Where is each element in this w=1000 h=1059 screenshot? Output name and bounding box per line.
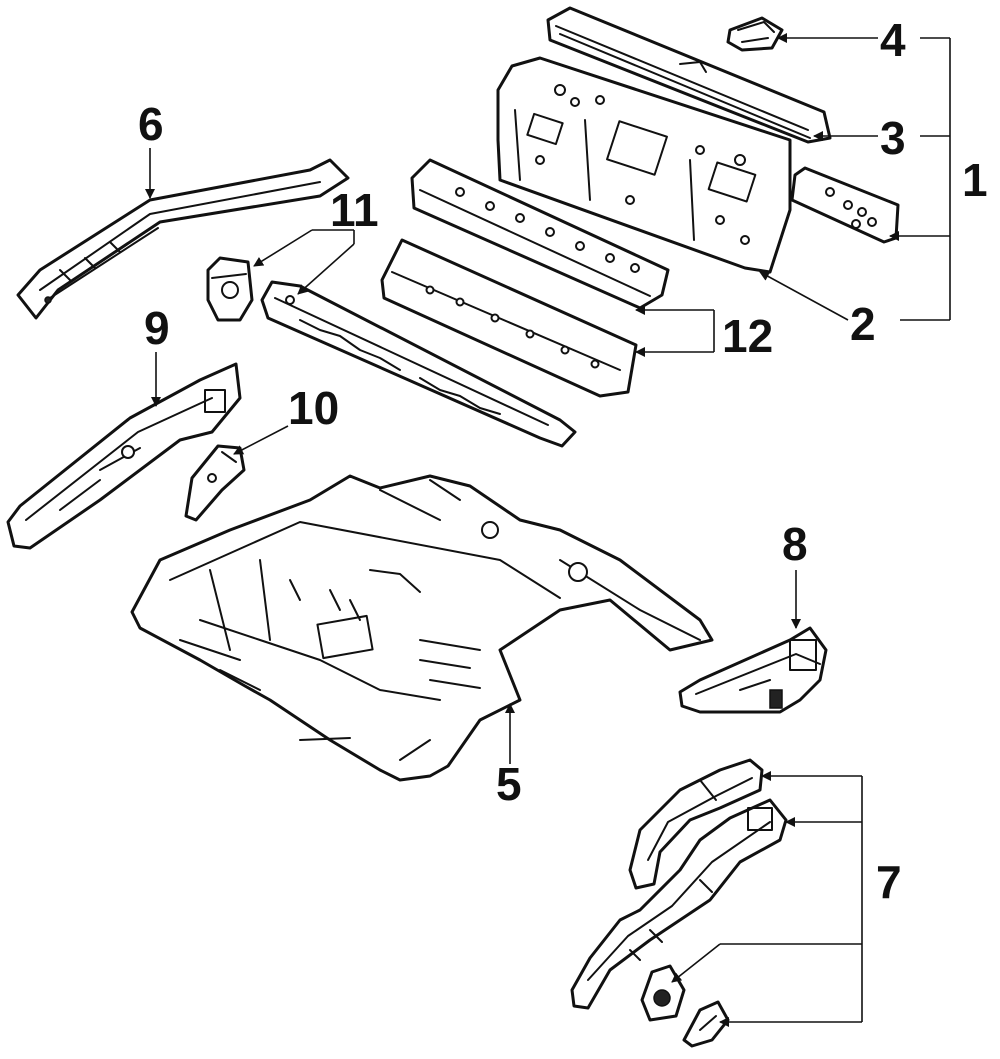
callout-7: 7 [876, 856, 902, 908]
part-4-small-bracket [726, 16, 784, 52]
part-2-rear-body-panel [496, 56, 792, 274]
part-12-upper-crossmember [410, 158, 670, 310]
callout-4: 4 [880, 14, 906, 66]
part-8-rear-rail-extension [678, 626, 828, 714]
part-6-side-rail [16, 158, 350, 320]
callout-labels: 4 3 1 2 12 11 6 9 10 5 8 7 [138, 14, 988, 908]
part-9-floor-side-member [6, 362, 242, 550]
part-5-rear-floor-pan [130, 474, 714, 782]
callout-10: 10 [288, 382, 339, 434]
part-7-rear-rail-lower [570, 798, 788, 1010]
callout-11: 11 [330, 184, 379, 236]
callout-12: 12 [722, 310, 773, 362]
part-1-side-plate [790, 166, 900, 244]
callout-6: 6 [138, 98, 164, 150]
callout-5: 5 [496, 758, 522, 810]
callout-9: 9 [144, 302, 170, 354]
callout-8: 8 [782, 518, 808, 570]
part-11-crossmember [260, 280, 577, 448]
callout-3: 3 [880, 112, 906, 164]
leader-lines [145, 33, 951, 1027]
part-11-bracket [206, 256, 254, 322]
part-7-rear-rail-upper [628, 758, 764, 890]
callout-2: 2 [850, 298, 876, 350]
part-10-mount-bracket [184, 444, 246, 522]
part-12-lower-crossmember [380, 238, 638, 398]
callout-1: 1 [962, 154, 988, 206]
part-3-upper-rail [546, 6, 832, 144]
part-7-small-plates [640, 964, 730, 1048]
